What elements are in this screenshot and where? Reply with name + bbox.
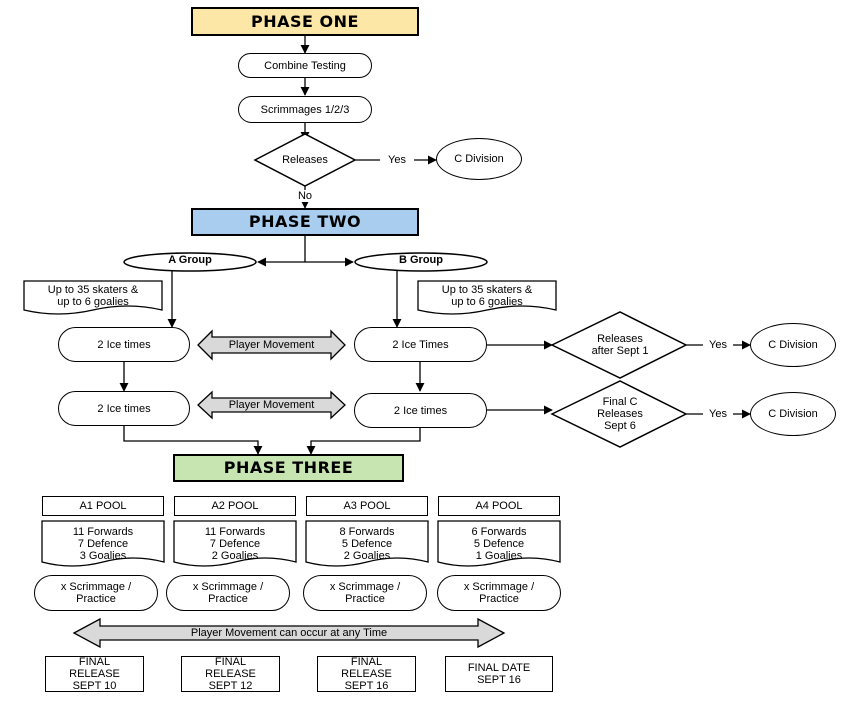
c-division-label: C Division (454, 153, 504, 165)
pool-roster: 11 Forwards 7 Defence 3 Goalies (72, 526, 134, 562)
player-movement-label-1: Player Movement (228, 339, 315, 351)
c-division-node-top: C Division (436, 138, 522, 180)
a-group-note-shape (23, 280, 163, 315)
phase-three-header: PHASE THREE (173, 454, 404, 482)
connector-arrow (123, 426, 263, 455)
pool-activity: x Scrimmage / Practice (166, 575, 290, 611)
pool-roster: 6 Forwards 5 Defence 1 Goalies (471, 526, 527, 562)
final-release-box: FINAL RELEASE SEPT 16 (317, 656, 416, 692)
yes-label-2: Yes (703, 408, 733, 420)
connector-arrow (306, 428, 421, 455)
c-division-node-2: C Division (750, 392, 836, 436)
phase-one-title: PHASE ONE (251, 11, 359, 31)
a1-roster-shape (41, 520, 165, 567)
b-ice-times-2-label: 2 Ice times (393, 404, 448, 417)
pool-header: A3 POOL (306, 496, 428, 516)
combine-testing-node: Combine Testing (238, 53, 372, 78)
a-group-ellipse (123, 252, 257, 272)
a-ice-times-1: 2 Ice times (58, 327, 190, 362)
a-group-label: A Group (168, 254, 212, 266)
a-group-note: Up to 35 skaters & up to 6 goalies (47, 284, 139, 308)
a-ice-times-2: 2 Ice times (58, 391, 190, 426)
a-ice-times-2-label: 2 Ice times (97, 402, 151, 415)
b-ice-times-2: 2 Ice times (354, 393, 487, 428)
yes-label-1: Yes (703, 339, 733, 351)
pool-name: A2 POOL (211, 500, 259, 512)
final-release-box: FINAL RELEASE SEPT 10 (45, 656, 144, 692)
releases-decision (253, 133, 357, 187)
b-ice-times-1-label: 2 Ice Times (392, 338, 449, 351)
c-division-label-1: C Division (768, 339, 818, 351)
pool-name: A1 POOL (79, 500, 127, 512)
pool-activity: x Scrimmage / Practice (437, 575, 561, 611)
pool-name: A3 POOL (343, 500, 391, 512)
pool-activity: x Scrimmage / Practice (34, 575, 158, 611)
b-group-note-shape (417, 280, 557, 315)
player-movement-anytime-arrow (72, 617, 506, 649)
c-division-label-2: C Division (768, 408, 818, 420)
scrimmages-label: Scrimmages 1/2/3 (260, 103, 350, 116)
player-movement-arrow-1 (197, 329, 346, 361)
b-group-ellipse (354, 252, 488, 272)
final-c-releases-label: Final C Releases Sept 6 (597, 396, 643, 432)
final-c-releases-decision (550, 380, 688, 448)
combine-testing-label: Combine Testing (264, 59, 346, 72)
pool-header: A4 POOL (438, 496, 560, 516)
b-group-label: B Group (399, 254, 443, 266)
phase-one-header: PHASE ONE (191, 7, 419, 36)
a2-roster-shape (173, 520, 297, 567)
pool-name: A4 POOL (475, 500, 523, 512)
b-group-note: Up to 35 skaters & up to 6 goalies (441, 284, 533, 308)
pool-roster: 8 Forwards 5 Defence 2 Goalies (339, 526, 395, 562)
c-division-node-1: C Division (750, 323, 836, 367)
b-ice-times-1: 2 Ice Times (354, 327, 487, 362)
pool-roster: 11 Forwards 7 Defence 2 Goalies (204, 526, 266, 562)
no-label: No (292, 190, 318, 202)
a3-roster-shape (305, 520, 429, 567)
final-release-box: FINAL RELEASE SEPT 12 (181, 656, 280, 692)
final-release-box: FINAL DATE SEPT 16 (445, 656, 553, 692)
phase-two-header: PHASE TWO (191, 208, 419, 236)
phase-two-title: PHASE TWO (248, 212, 362, 231)
releases-after-sept1-decision (550, 311, 688, 379)
player-movement-arrow-2 (197, 390, 346, 420)
a4-roster-shape (437, 520, 561, 567)
a-ice-times-1-label: 2 Ice times (97, 338, 151, 351)
pool-activity: x Scrimmage / Practice (303, 575, 427, 611)
releases-after-sept1-label: Releases after Sept 1 (591, 333, 649, 357)
player-movement-label-2: Player Movement (228, 399, 315, 411)
yes-label: Yes (380, 154, 414, 166)
phase-three-title: PHASE THREE (223, 458, 354, 477)
player-movement-anytime-label: Player Movement can occur at any Time (190, 627, 388, 639)
scrimmages-node: Scrimmages 1/2/3 (238, 96, 372, 123)
pool-header: A1 POOL (42, 496, 164, 516)
pool-header: A2 POOL (174, 496, 296, 516)
releases-label: Releases (282, 154, 328, 166)
